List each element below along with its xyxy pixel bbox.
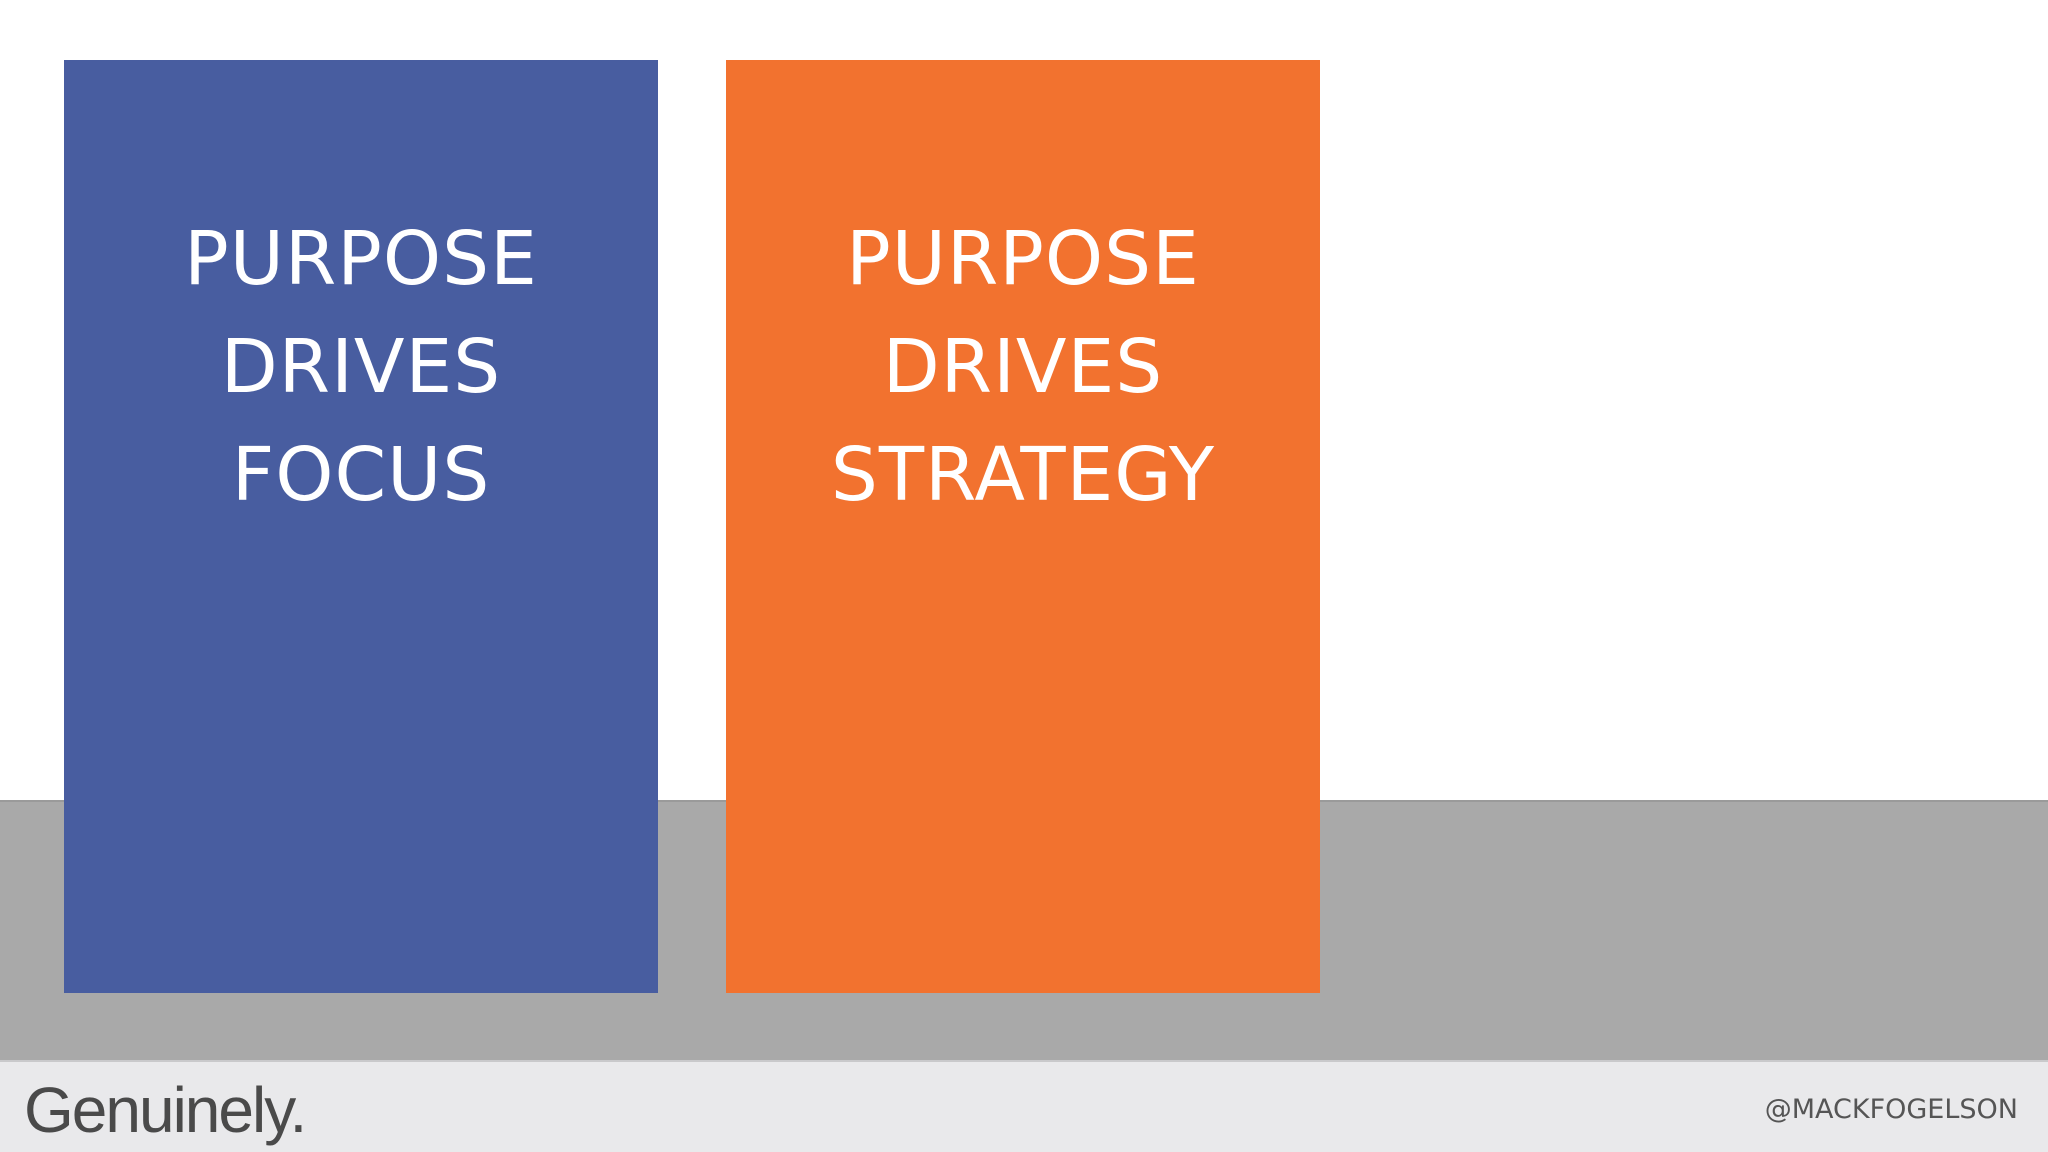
card-line: PURPOSE xyxy=(184,215,538,302)
brand-logo: Genuinely. xyxy=(24,1074,307,1146)
social-handle: @MACKFOGELSON xyxy=(1764,1094,2018,1125)
card-text: PURPOSE DRIVES STRATEGY xyxy=(831,205,1215,529)
footer-bar xyxy=(0,1060,2048,1152)
card-purpose-drives-focus: PURPOSE DRIVES FOCUS xyxy=(64,60,658,993)
card-purpose-drives-strategy: PURPOSE DRIVES STRATEGY xyxy=(726,60,1320,993)
card-line: FOCUS xyxy=(231,431,491,518)
card-text: PURPOSE DRIVES FOCUS xyxy=(184,205,538,529)
card-line: DRIVES xyxy=(882,323,1164,410)
card-line: STRATEGY xyxy=(830,431,1216,518)
card-line: PURPOSE xyxy=(846,215,1200,302)
card-line: DRIVES xyxy=(220,323,502,410)
